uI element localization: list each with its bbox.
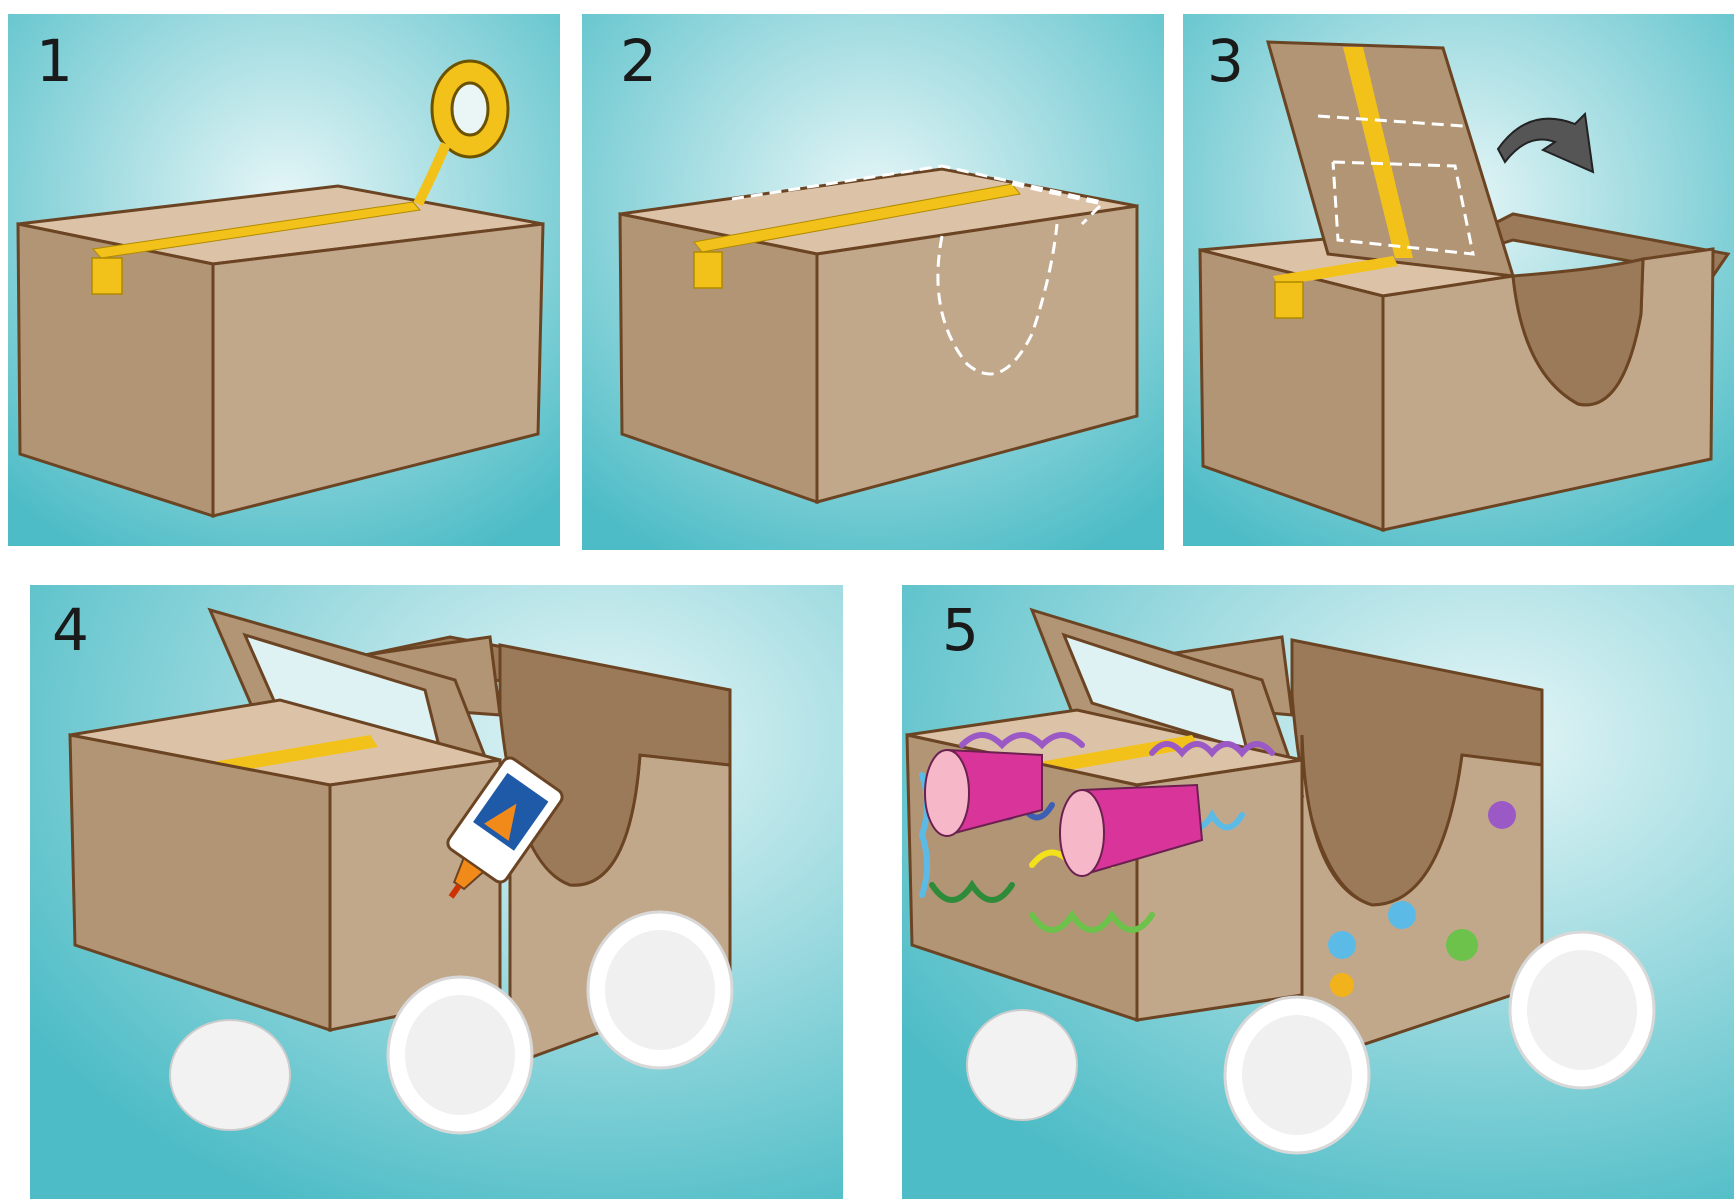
- paper-plate-icon: [967, 1010, 1077, 1120]
- step-number: 2: [620, 32, 657, 90]
- step-number: 3: [1207, 32, 1244, 90]
- tape-end: [694, 252, 722, 288]
- paper-plate-icon: [588, 912, 732, 1068]
- step-3-panel: 3: [1183, 14, 1734, 546]
- step-3-illustration: [1183, 14, 1734, 546]
- tape-end: [92, 258, 122, 294]
- paper-plate-icon: [1510, 932, 1654, 1088]
- tape-end: [1275, 282, 1303, 318]
- step-4-panel: 4: [30, 585, 843, 1199]
- step-number: 4: [52, 601, 89, 659]
- step-2-panel: 2: [582, 14, 1164, 550]
- step-4-illustration: [30, 585, 843, 1199]
- step-5-illustration: [902, 585, 1734, 1199]
- step-2-illustration: [582, 14, 1164, 550]
- paper-plate-icon: [388, 977, 532, 1133]
- step-number: 5: [942, 601, 979, 659]
- paper-plate-icon: [170, 1020, 290, 1130]
- paper-plate-icon: [1225, 997, 1369, 1153]
- step-5-panel: 5: [902, 585, 1734, 1199]
- step-number: 1: [36, 32, 73, 90]
- step-1-panel: 1: [8, 14, 560, 546]
- step-1-illustration: [8, 14, 560, 546]
